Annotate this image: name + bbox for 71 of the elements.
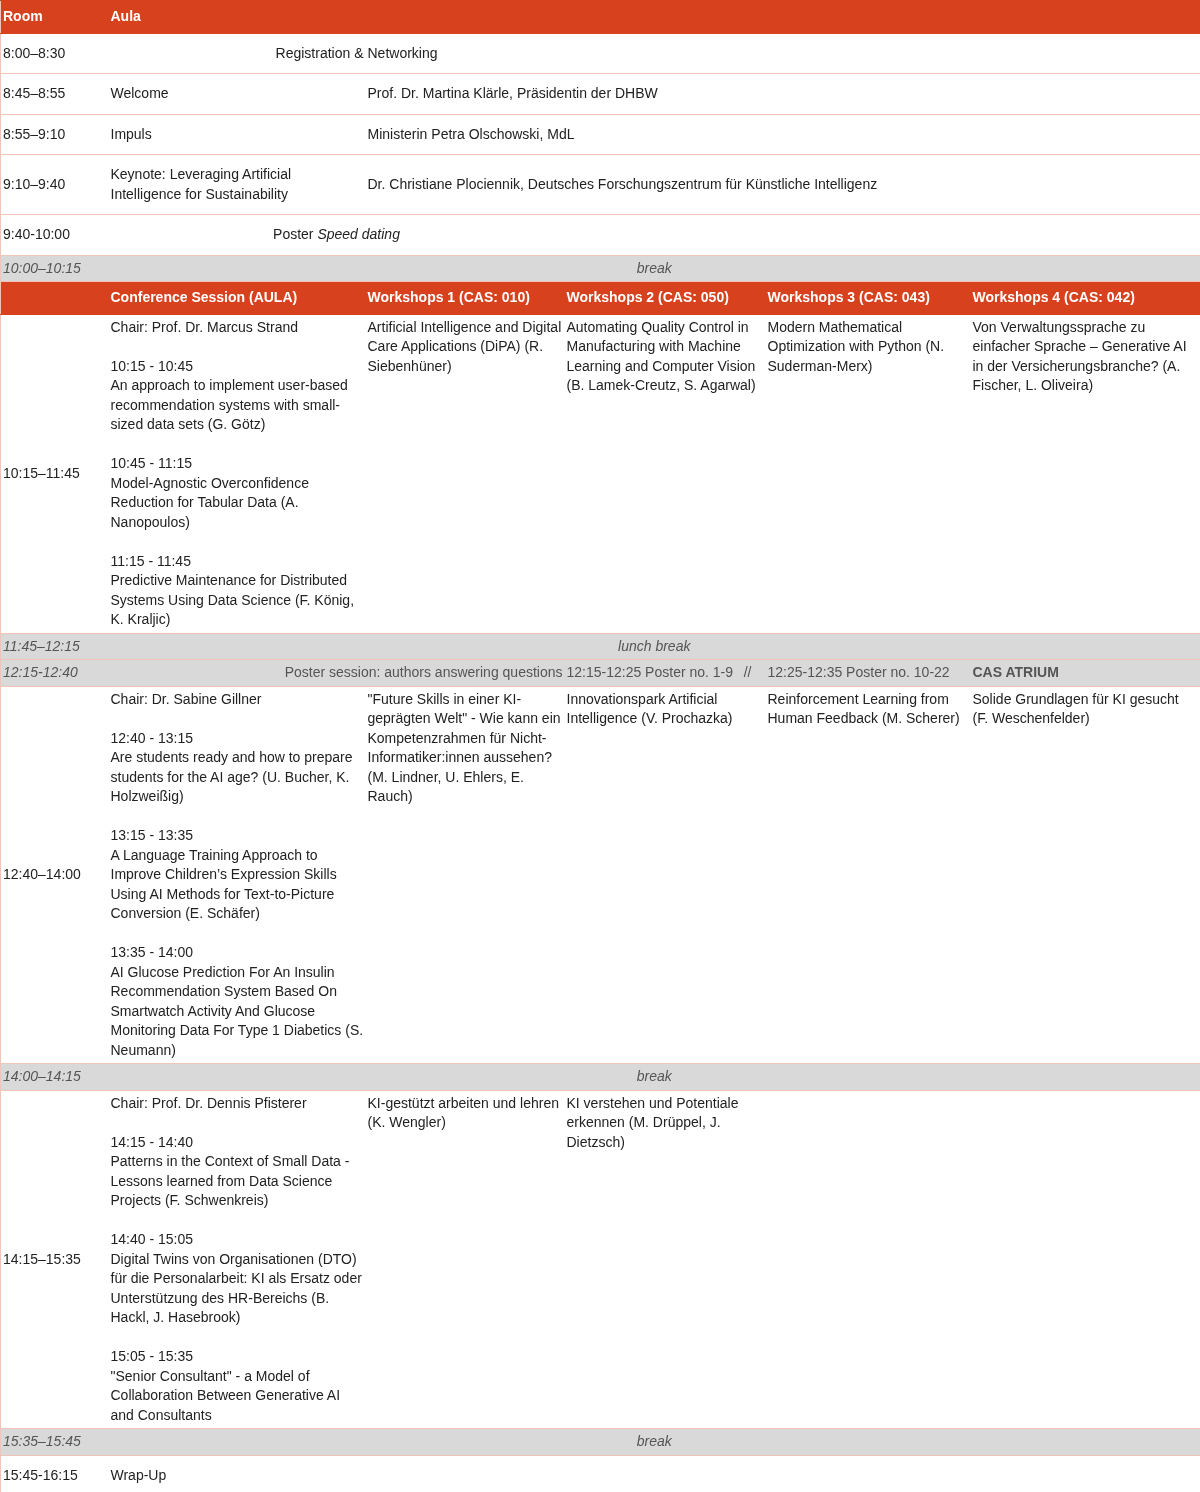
workshop-text: Von Verwaltungssprache zu einfacher Sprache – Generative AI in der Versicherungsbranche? (A. Fischer, L. Oliveira) <box>972 318 1187 393</box>
workshop-text: "Future Skills in einer KI-geprägten Welt" - Wie kann ein Kompetenzrahmen für Nicht-Informatiker:innen aussehen? (M. Lindner, U. Ehlers, E. Rauch) <box>367 690 561 804</box>
time-label: 8:45–8:55 <box>3 85 66 101</box>
talk-text: Digital Twins von Organisationen (DTO) für die Personalarbeit: KI als Ersatz oder Unterstützung des HR-Bereichs (B. Hackl, J. Hasebrook) <box>110 1249 363 1327</box>
poster-text: 12:25-12:35 Poster no. 10-22 <box>767 664 950 680</box>
break-label: break <box>636 259 672 276</box>
time-label: 9:40-10:00 <box>3 226 70 242</box>
talk-text: Model-Agnostic Overconfidence Reduction for Tabular Data (A. Nanopoulos) <box>110 473 310 532</box>
talk-text: 10:45 - 11:15 <box>110 454 193 473</box>
time-label: 15:35–15:45 <box>3 1433 81 1449</box>
workshop-text: Solide Grundlagen für KI gesucht (F. Weschenfelder) <box>972 690 1179 726</box>
break-label: lunch break <box>618 637 691 654</box>
session-text: Poster Speed dating <box>273 226 400 242</box>
talk-text: Patterns in the Context of Small Data - Lessons learned from Data Science Projects (F. Schwenkreis) <box>110 1152 351 1210</box>
talk-text: 10:15 - 10:45 <box>110 356 194 376</box>
session-text: Networking <box>367 44 438 61</box>
time-label: 8:00–8:30 <box>3 44 66 61</box>
time-label: 15:45-16:15 <box>3 1466 78 1483</box>
workshop-text: Innovationspark Artificial Intelligence (V. Prochazka) <box>566 690 733 726</box>
talk-text: An approach to implement user-based recommendation systems with small-sized data sets (G. Götz) <box>110 376 349 434</box>
talk-text: Chair: Prof. Dr. Dennis Pfisterer <box>110 1093 308 1113</box>
workshop-text: KI-gestützt arbeiten und lehren (K. Wengler) <box>367 1094 559 1130</box>
break-label: break <box>636 1433 672 1449</box>
talk-text: 14:15 - 14:40 <box>110 1132 194 1152</box>
workshop-text: Modern Mathematical Optimization with Python (N. Suderman-Merx) <box>767 318 945 374</box>
session-text: Keynote: Leveraging Artificial Intelligence for Sustainability <box>110 166 292 202</box>
talk-text: 13:15 - 13:35 <box>110 826 194 845</box>
talk-text: "Senior Consultant" - a Model of Collaboration Between Generative AI and Consultants <box>110 1366 342 1425</box>
workshop-text: Artificial Intelligence and Digital Care Applications (DiPA) (R. Siebenhüner) <box>367 318 562 374</box>
time-label: 8:55–9:10 <box>3 125 66 142</box>
speaker-text: Prof. Dr. Martina Klärle, Präsidentin der DHBW <box>367 85 658 101</box>
column-heading: Workshops 2 (CAS: 050) <box>566 289 729 305</box>
talk-text: 11:15 - 11:45 <box>110 551 192 571</box>
talk-text: Chair: Prof. Dr. Marcus Strand <box>110 317 299 337</box>
time-label: 11:45–12:15 <box>3 637 80 654</box>
column-heading: Workshops 1 (CAS: 010) <box>367 289 530 305</box>
session-text: Impuls <box>110 125 152 142</box>
talk-text: 12:40 - 13:15 <box>110 728 194 748</box>
time-label: 14:15–15:35 <box>3 1250 81 1267</box>
column-heading: Room <box>3 8 43 24</box>
workshop-text: Reinforcement Learning from Human Feedback (M. Scherer) <box>767 690 960 726</box>
talk-text: 14:40 - 15:05 <box>110 1230 194 1249</box>
break-label: break <box>636 1068 672 1084</box>
location-label: CAS ATRIUM <box>972 664 1059 680</box>
speaker-text: Dr. Christiane Plociennik, Deutsches Forschungszentrum für Künstliche Intelligenz <box>367 175 878 192</box>
session-text: Registration & <box>275 44 364 61</box>
speaker-text: Ministerin Petra Olschowski, MdL <box>367 125 575 142</box>
talk-text: A Language Training Approach to Improve Children’s Expression Skills Using AI Methods for Text-to-Picture Conversion (E. Schäfer) <box>110 845 338 923</box>
workshop-text: KI verstehen und Potentiale erkennen (M. Drüppel, J. Dietzsch) <box>566 1094 739 1150</box>
column-heading: Workshops 3 (CAS: 043) <box>767 289 930 305</box>
workshop-text: Automating Quality Control in Manufacturing with Machine Learning and Computer Vision (B. Lamek-Creutz, S. Agarwal) <box>566 318 756 393</box>
session-text: Wrap-Up <box>110 1466 167 1483</box>
time-label: 9:10–9:40 <box>3 175 66 192</box>
time-label: 14:00–14:15 <box>3 1068 81 1084</box>
time-label: 12:40–14:00 <box>3 866 81 882</box>
talk-text: AI Glucose Prediction For An Insulin Recommendation System Based On Smartwatch Activity And Glucose Monitoring Data For Type 1 Diabetics (S. Neumann) <box>110 962 364 1060</box>
talk-text: Chair: Dr. Sabine Gillner <box>110 689 263 709</box>
session-text: Welcome <box>110 85 169 101</box>
talk-text: Predictive Maintenance for Distributed Systems Using Data Science (F. König, K. Kraljic) <box>110 571 356 629</box>
poster-text: 12:15-12:25 Poster no. 1-9 <box>566 664 734 680</box>
talk-text: Are students ready and how to prepare students for the AI age? (U. Bucher, K. Holzweißig) <box>110 748 354 806</box>
talk-text: 13:35 - 14:00 <box>110 943 194 962</box>
column-heading: Workshops 4 (CAS: 042) <box>972 289 1135 305</box>
poster-text: // <box>743 663 752 682</box>
column-heading: Aula <box>110 8 141 24</box>
column-heading: Conference Session (AULA) <box>110 289 298 305</box>
poster-text: Poster session: authors answering questions <box>284 664 563 680</box>
time-label: 10:00–10:15 <box>3 259 81 276</box>
time-label: 12:15-12:40 <box>3 664 78 680</box>
time-label: 10:15–11:45 <box>3 464 80 481</box>
talk-text: 15:05 - 15:35 <box>110 1347 194 1366</box>
